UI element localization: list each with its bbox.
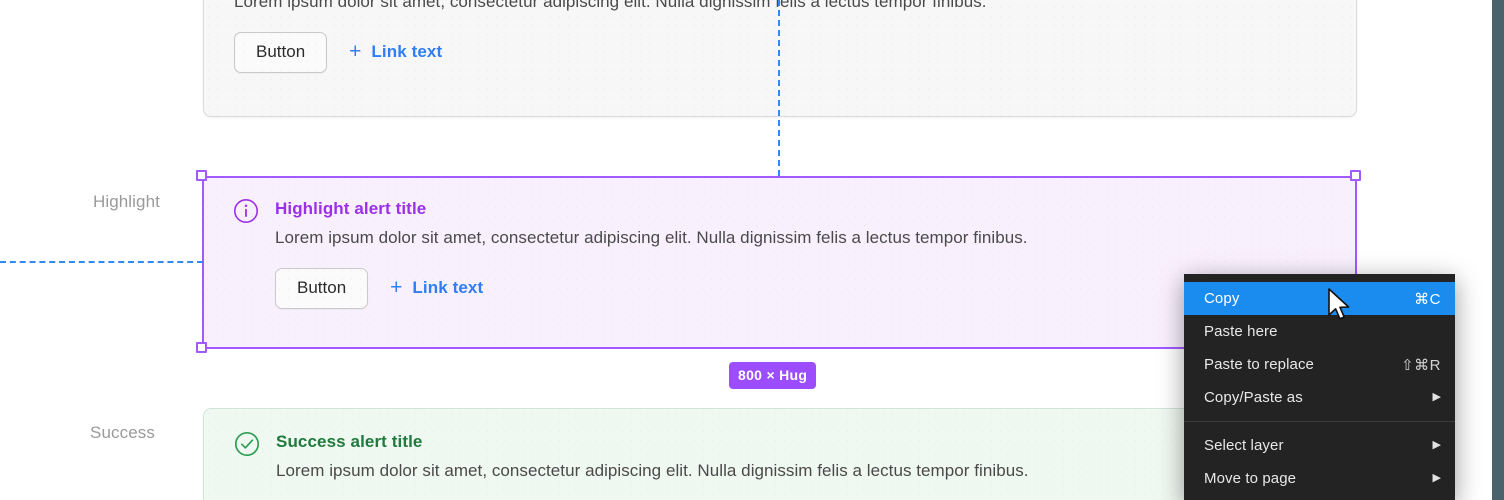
context-menu-item-copy-paste-as[interactable]: Copy/Paste as ▶ [1184, 381, 1455, 414]
context-menu-shortcut: ⇧⌘R [1401, 356, 1441, 374]
context-menu-item-move-to-page[interactable]: Move to page ▶ [1184, 462, 1455, 495]
alert-title: Highlight alert title [275, 199, 427, 218]
context-menu-label: Copy [1204, 290, 1240, 307]
alert-description: Lorem ipsum dolor sit amet, consectetur … [275, 228, 1028, 247]
context-menu-item-select-layer[interactable]: Select layer ▶ [1184, 429, 1455, 462]
alert-link[interactable]: + Link text [390, 275, 484, 299]
context-menu-item-paste-here[interactable]: Paste here [1184, 315, 1455, 348]
context-menu-item-copy[interactable]: Copy ⌘C [1184, 282, 1455, 315]
row-label-success: Success [90, 423, 155, 442]
alert-description: Lorem ipsum dolor sit amet, consectetur … [234, 0, 987, 11]
alert-title: Success alert title [276, 432, 423, 451]
viewport-edge-strip [1492, 0, 1504, 500]
alert-link[interactable]: + Link text [349, 39, 443, 63]
alert-button[interactable]: Button [275, 268, 369, 309]
size-badge: 800 × Hug [729, 362, 817, 389]
chevron-right-icon: ▶ [1432, 391, 1441, 403]
resize-handle-top-right[interactable] [1350, 170, 1361, 181]
resize-handle-top-left[interactable] [196, 170, 207, 181]
context-menu-item-paste-to-replace[interactable]: Paste to replace ⇧⌘R [1184, 348, 1455, 381]
plus-icon: + [349, 39, 362, 63]
context-menu-label: Paste here [1204, 323, 1278, 340]
chevron-right-icon: ▶ [1432, 472, 1441, 484]
plus-icon: + [390, 275, 403, 299]
context-menu-label: Select layer [1204, 437, 1284, 454]
context-menu-label: Paste to replace [1204, 356, 1314, 373]
context-menu-label: Move to page [1204, 470, 1297, 487]
smart-guide-vertical [778, 0, 780, 176]
alert-description: Lorem ipsum dolor sit amet, consectetur … [276, 461, 1029, 480]
smart-guide-horizontal [0, 261, 203, 263]
context-menu-label: Copy/Paste as [1204, 389, 1303, 406]
context-menu[interactable]: Copy ⌘C Paste here Paste to replace ⇧⌘R … [1184, 274, 1455, 500]
alert-link-label: Link text [412, 278, 484, 298]
alert-link-label: Link text [371, 42, 443, 62]
context-menu-shortcut: ⌘C [1414, 290, 1441, 308]
check-circle-icon [234, 431, 260, 457]
alert-button[interactable]: Button [234, 32, 328, 73]
alert-card-info[interactable]: Lorem ipsum dolor sit amet, consectetur … [203, 0, 1357, 117]
context-menu-separator [1184, 421, 1455, 422]
info-circle-icon [233, 198, 259, 224]
resize-handle-bottom-left[interactable] [196, 342, 207, 353]
chevron-right-icon: ▶ [1432, 439, 1441, 451]
row-label-highlight: Highlight [92, 192, 160, 211]
